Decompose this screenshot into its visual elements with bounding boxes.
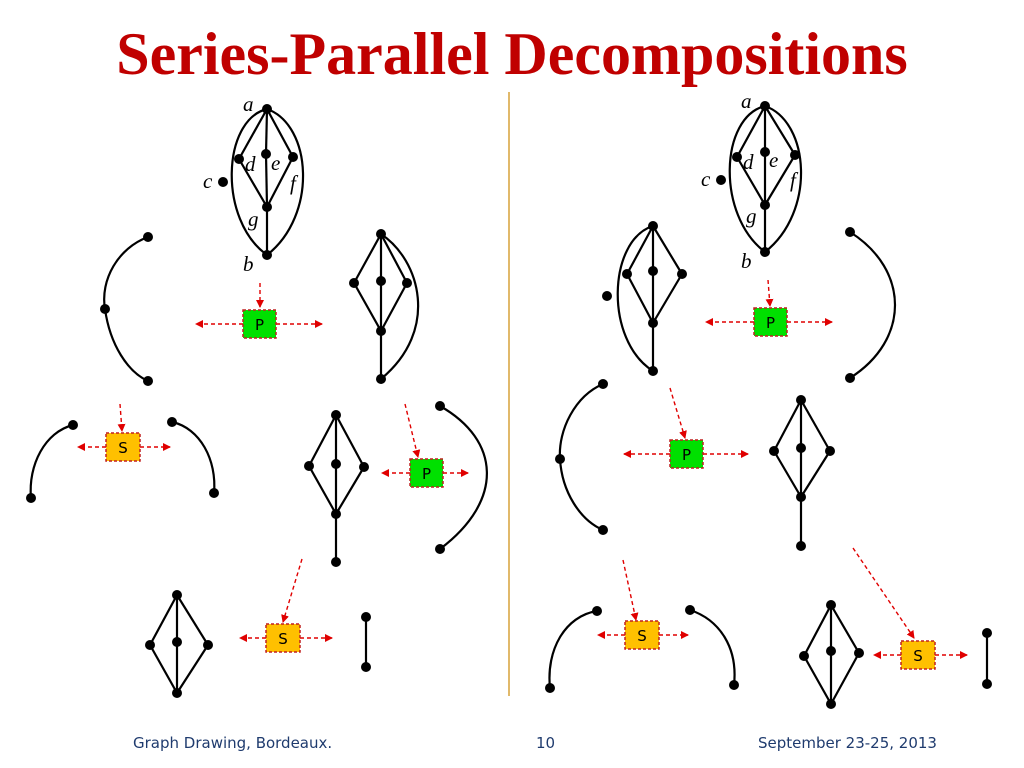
vertex-label-f: f [290,171,299,195]
series-node: S [265,623,301,653]
footer-date: September 23-25, 2013 [758,734,937,752]
vertex-label-c: c [203,169,213,193]
svg-text:P: P [255,316,264,334]
footer-conference: Graph Drawing, Bordeaux. [133,734,333,752]
series-node: S [624,620,660,650]
svg-text:P: P [682,446,691,464]
right-panel: a d e f c g b P [545,89,992,709]
svg-text:S: S [913,647,923,665]
vertex-label-a: a [741,89,752,113]
original-graph-right: a d e f c g b [701,89,803,273]
vertex-label-a: a [243,92,254,116]
svg-text:P: P [422,465,431,483]
parallel-node: P [409,458,444,488]
footer-page-number: 10 [536,734,556,752]
vertex-label-g: g [248,207,259,231]
vertex-label-d: d [245,152,256,176]
vertex-label-g: g [746,204,757,228]
svg-text:S: S [637,627,647,645]
series-node: S [105,432,141,462]
parallel-node: P [242,309,277,339]
vertex-label-b: b [741,249,752,273]
svg-text:S: S [278,630,288,648]
parallel-node: P [753,307,788,337]
series-node: S [900,640,936,670]
parallel-node: P [669,439,704,469]
vertex-label-c: c [701,167,711,191]
vertex-label-f: f [790,168,799,192]
vertex-label-b: b [243,252,254,276]
left-panel: a d e f c g b P [26,92,488,698]
original-graph-left: a d e f c g b [203,92,305,276]
slide-title: Series-Parallel Decompositions [116,21,908,87]
vertex-label-d: d [743,150,754,174]
svg-text:P: P [766,314,775,332]
vertex-label-e: e [769,148,778,172]
vertex-label-e: e [271,151,280,175]
svg-text:S: S [118,439,128,457]
